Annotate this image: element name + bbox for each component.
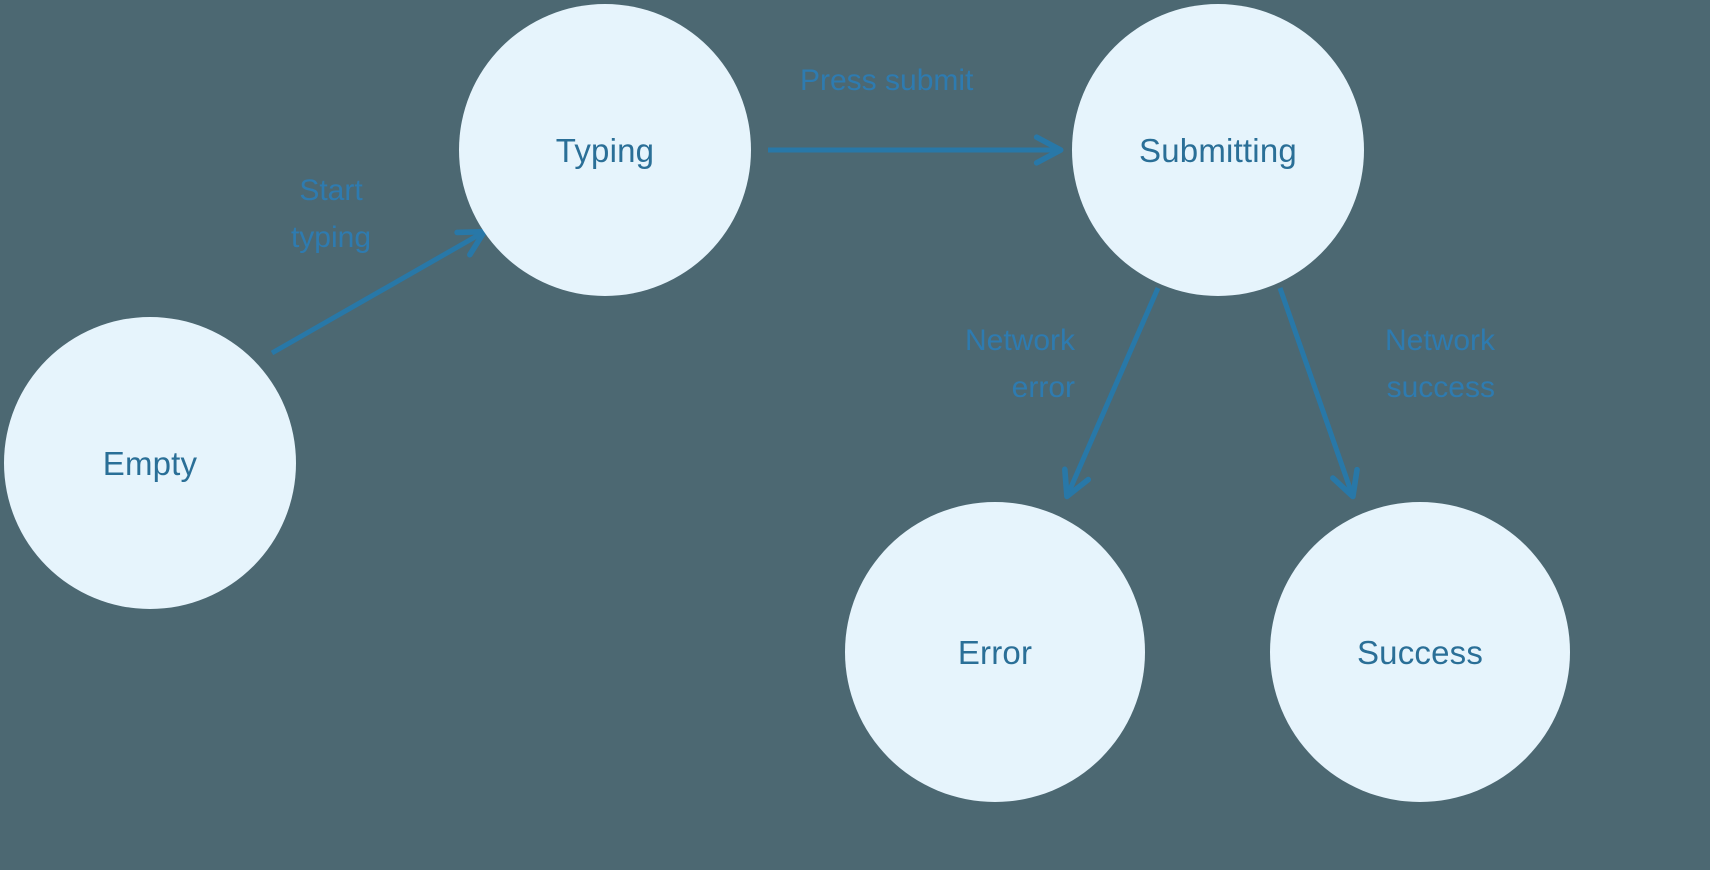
edge-submitting-to-error	[1062, 286, 1161, 500]
node-typing[interactable]: Typing	[459, 4, 751, 296]
edge-label-start-typing: Start typing	[290, 174, 372, 254]
node-success[interactable]: Success	[1270, 502, 1570, 802]
node-empty[interactable]: Empty	[4, 317, 296, 609]
node-error[interactable]: Error	[845, 502, 1145, 802]
edge-empty-to-typing	[270, 228, 488, 356]
node-error-label: Error	[957, 633, 1033, 671]
edge-label-network-success: Network success	[1384, 324, 1495, 404]
node-submitting-label: Submitting	[1139, 131, 1297, 169]
edge-submitting-to-success	[1277, 287, 1360, 500]
node-typing-label: Typing	[555, 131, 655, 169]
node-empty-label: Empty	[102, 444, 198, 482]
node-success-label: Success	[1356, 633, 1484, 671]
edge-label-press-submit: Press submit	[800, 64, 974, 97]
edge-label-network-error: Network error	[964, 324, 1075, 404]
node-submitting[interactable]: Submitting	[1072, 4, 1364, 296]
